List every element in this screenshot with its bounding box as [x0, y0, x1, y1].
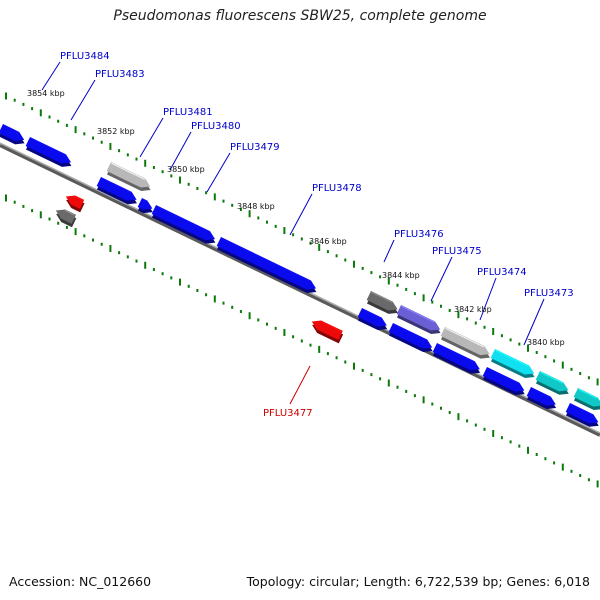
kbp-label: 3854 kbp: [27, 89, 65, 98]
leader-line: [206, 152, 231, 193]
genome-title: Pseudomonas fluorescens SBW25, complete …: [113, 8, 487, 24]
gene-label: PFLU3474: [477, 267, 527, 278]
gene-arrow-pflu3480b: [137, 198, 153, 214]
leader-line: [479, 277, 497, 321]
leader-line: [41, 61, 61, 91]
gene-arrow-pflu3478: [216, 237, 317, 294]
topology-text: Topology: circular; Length: 6,722,539 bp…: [246, 574, 590, 589]
gene-arrow-pflu3474: [440, 327, 490, 359]
kbp-label: 3840 kbp: [527, 338, 565, 347]
gene-arrow-pflu3477: [311, 320, 344, 344]
gene-arrow-pflu3471: [573, 388, 600, 411]
gene-label: PFLU3479: [230, 142, 280, 153]
kbp-label: 3852 kbp: [97, 127, 135, 136]
leader-line: [169, 131, 192, 171]
leader-line: [289, 193, 313, 236]
gene-label: PFLU3478: [312, 183, 362, 194]
gene-label: PFLU3473: [524, 288, 574, 299]
gene-label: PFLU3475: [432, 246, 482, 257]
gene-arrow-pflu3481: [106, 162, 151, 192]
gene-arrow-row2-a: [357, 308, 388, 331]
gene-arrow-pflu3475: [396, 305, 441, 335]
leader-line: [430, 256, 453, 302]
gene-label: PFLU3480: [191, 121, 241, 132]
gene-arrow-pflu3483: [25, 137, 72, 167]
gene-labels: PFLU3484 PFLU3483 PFLU3481 PFLU3480 PFLU…: [60, 51, 574, 419]
gene-arrow-pflu3480: [96, 177, 137, 205]
kbp-label: 3850 kbp: [167, 165, 205, 174]
top-scale-ticks: [5, 92, 599, 386]
accession-text: Accession: NC_012660: [9, 574, 152, 589]
gene-arrow-row2-e: [526, 387, 557, 410]
gene-label: PFLU3483: [95, 69, 145, 80]
kbp-label: 3848 kbp: [237, 202, 275, 211]
leader-line: [289, 365, 311, 405]
gene-arrow-pflu3472: [535, 371, 569, 395]
kbp-label: 3846 kbp: [309, 237, 347, 246]
gene-arrow-row2-b: [388, 323, 433, 353]
gene-arrow-row2-c: [432, 343, 481, 374]
gene-arrow-pflu3479: [151, 205, 216, 244]
leader-line: [383, 239, 395, 263]
label-leader-lines: [41, 61, 545, 405]
gene-arrow-red-small: [65, 195, 85, 213]
gene-arrow-pflu3473: [490, 349, 535, 379]
gene-features: [0, 124, 600, 427]
gene-arrow-pflu3484: [0, 124, 25, 145]
gene-arrow-pflu3476: [366, 291, 398, 314]
gene-arrow-row2-f: [565, 403, 599, 427]
bottom-scale-ticks: [5, 194, 599, 488]
kbp-label: 3842 kbp: [454, 305, 492, 314]
gene-label: PFLU3476: [394, 229, 444, 240]
gene-label: PFLU3481: [163, 107, 213, 118]
kbp-labels: 3854 kbp 3852 kbp 3850 kbp 3848 kbp 3846…: [27, 89, 565, 347]
gene-arrow-gray-small: [55, 209, 77, 228]
leader-line: [139, 117, 164, 158]
gene-arrow-row2-d: [482, 367, 525, 396]
gene-label: PFLU3484: [60, 51, 110, 62]
leader-line: [523, 298, 545, 346]
gene-label: PFLU3477: [263, 408, 313, 419]
kbp-label: 3844 kbp: [382, 271, 420, 280]
leader-line: [70, 79, 96, 121]
